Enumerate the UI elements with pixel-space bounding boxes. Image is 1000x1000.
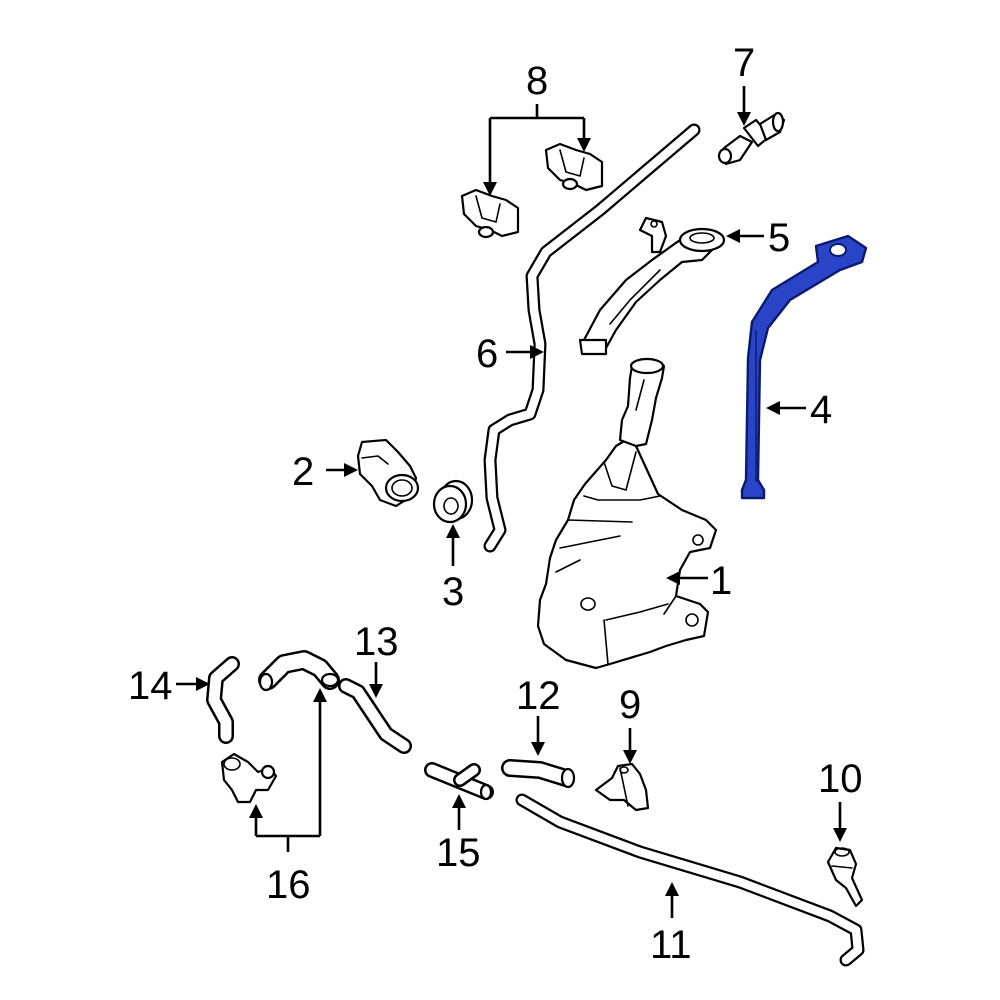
leader-15 [452,794,466,830]
callout-16: 16 [266,863,311,907]
leader-5 [726,229,764,243]
part-8-clip-upper[interactable] [544,142,604,192]
callout-9: 9 [619,683,641,727]
part-4-bracket[interactable] [740,234,868,500]
callout-2: 2 [292,450,314,494]
part-3-seal[interactable] [432,479,474,524]
part-15-tee[interactable] [424,762,494,801]
part-5-filler-neck[interactable] [578,216,726,356]
callout-5: 5 [768,216,790,260]
callout-4: 4 [810,388,832,432]
leader-13 [369,662,383,698]
part-6-tube[interactable] [483,123,701,553]
part-2-adapter[interactable] [356,438,420,508]
callout-15: 15 [436,831,481,875]
callout-14: 14 [128,664,173,708]
callout-11: 11 [650,923,692,967]
leader-11 [665,882,679,918]
leader-4 [766,401,806,415]
leader-12 [531,716,545,756]
part-16-connector[interactable] [220,752,278,804]
leader-3 [446,524,460,566]
leader-7 [737,86,751,126]
leader-14 [176,677,210,691]
leader-1 [666,571,708,585]
part-16-hose[interactable] [258,650,340,692]
part-10-check-valve[interactable] [826,846,864,908]
part-12-hose[interactable] [501,759,576,789]
callout-6: 6 [476,332,498,376]
leader-6 [506,345,544,359]
part-14-hose[interactable] [206,656,240,744]
callout-10: 10 [818,757,863,801]
callout-13: 13 [354,620,399,664]
part-13-hose[interactable] [338,678,412,754]
leader-16 [249,688,327,852]
callout-7: 7 [733,41,755,85]
part-11-hose[interactable] [515,793,865,967]
callout-3: 3 [442,570,464,614]
callout-1: 1 [710,559,732,603]
part-8-clip-lower[interactable] [460,188,520,239]
part-1-reservoir[interactable] [536,357,718,670]
part-7-pin-clip[interactable] [717,111,786,166]
leader-8 [483,104,591,196]
leader-2 [326,463,358,477]
leader-10 [833,802,847,842]
callout-12: 12 [516,674,561,718]
leader-9 [623,728,637,764]
callout-8: 8 [526,59,548,103]
part-9-bracket[interactable] [594,762,650,812]
